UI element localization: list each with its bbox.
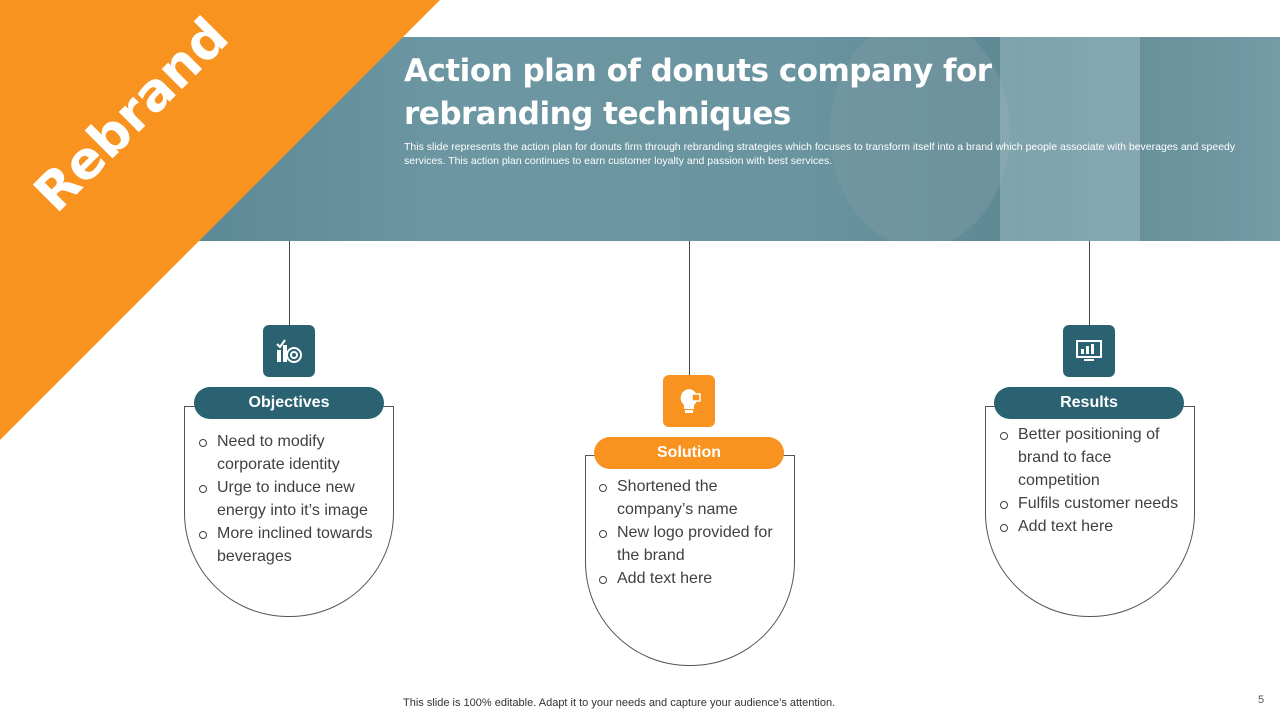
target-chart-icon [276,339,302,363]
list-item: Urge to induce new energy into it’s imag… [197,476,382,522]
objectives-heading: Objectives [194,387,384,419]
list-item: Shortened the company’s name [597,475,785,521]
presentation-chart-icon [1076,340,1102,361]
objectives-icon-box [263,325,315,377]
list-item: More inclined towards beverages [197,522,382,568]
solution-heading: Solution [594,437,784,469]
page-title: Action plan of donuts company for rebran… [404,53,992,132]
list-item: Add text here [998,515,1183,538]
page-subtitle: This slide represents the action plan fo… [404,141,1236,167]
list-item: Fulfils customer needs [998,492,1183,515]
lightbulb-puzzle-icon [680,389,701,413]
footer-note: This slide is 100% editable. Adapt it to… [403,697,836,709]
page-number: 5 [1258,694,1265,706]
results-heading: Results [994,387,1184,419]
photo-background [1000,37,1140,241]
connector-line [689,241,690,375]
solution-card: Shortened the company’s name New logo pr… [585,455,795,666]
results-card: Better positioning of brand to face comp… [985,406,1195,617]
list-item: Add text here [597,567,785,590]
list-item: New logo provided for the brand [597,521,785,567]
solution-icon-box [663,375,715,427]
objectives-card: Need to modify corporate identity Urge t… [184,406,394,617]
photo-background [830,37,1010,241]
list-item: Better positioning of brand to face comp… [998,423,1183,492]
connector-line [289,241,290,325]
list-item: Need to modify corporate identity [197,430,382,476]
results-icon-box [1063,325,1115,377]
connector-line [1089,241,1090,325]
